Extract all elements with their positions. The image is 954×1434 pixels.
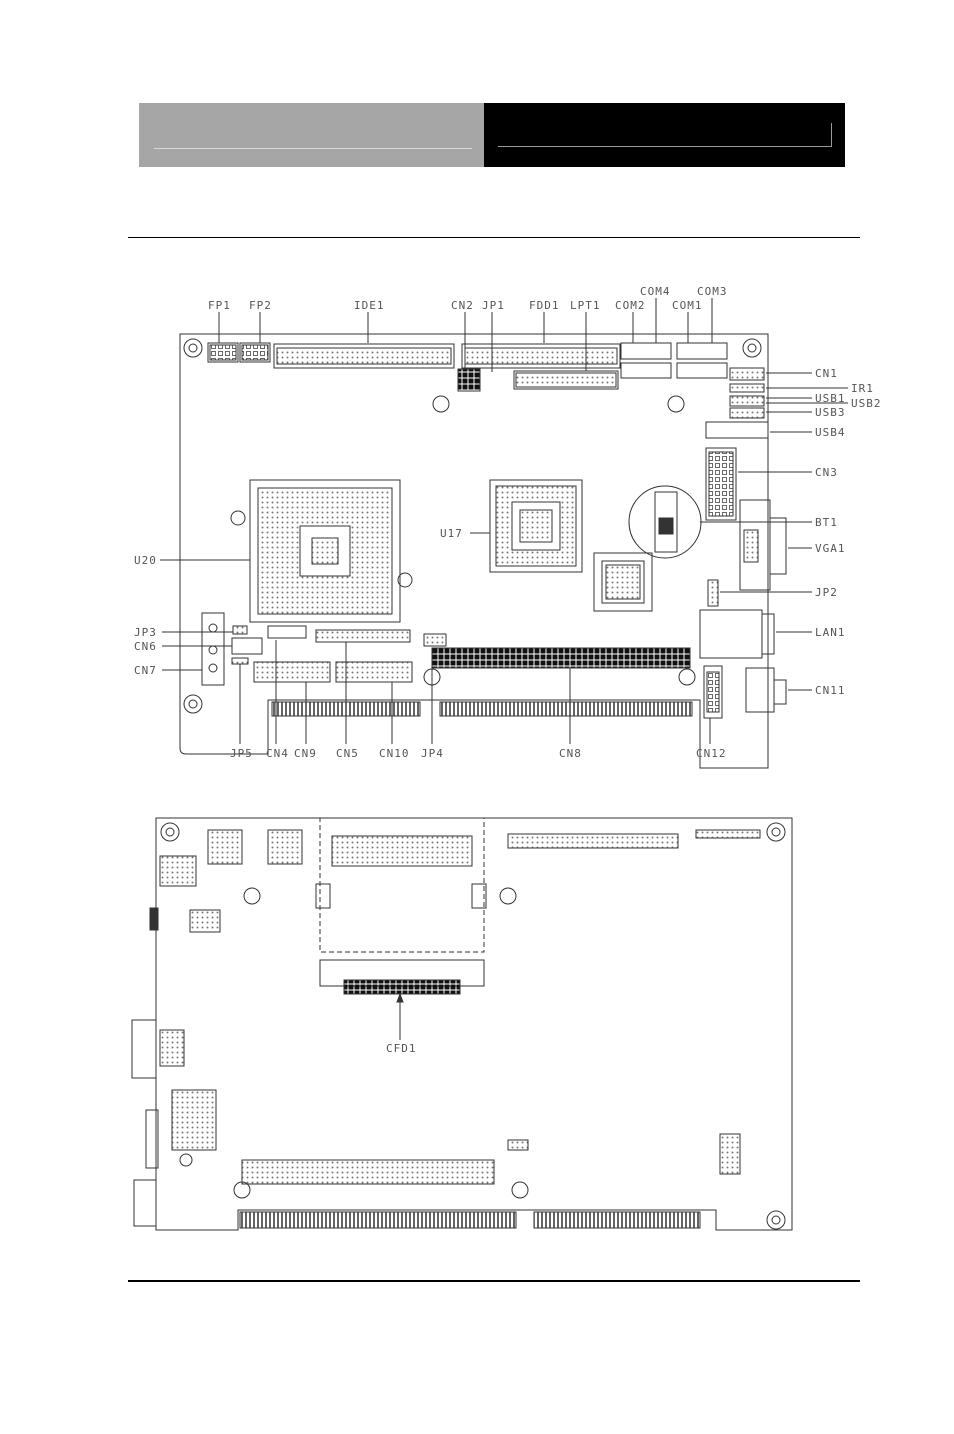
label-cn2: CN2 [451,299,474,312]
label-vga1: VGA1 [815,542,846,555]
label-ide1: IDE1 [354,299,385,312]
label-jp4: JP4 [421,747,444,760]
top-rule [128,237,860,238]
label-cn5: CN5 [336,747,359,760]
label-fp1: FP1 [208,299,231,312]
label-u20: U20 [134,554,157,567]
top-view-labels: FP1 FP2 IDE1 CN2 JP1 FDD1 LPT1 COM2 COM4… [134,285,882,760]
label-cn11: CN11 [815,684,846,697]
label-com2: COM2 [615,299,646,312]
label-lpt1: LPT1 [570,299,601,312]
label-jp2: JP2 [815,586,838,599]
bottom-rule [128,1280,860,1282]
label-cn8: CN8 [559,747,582,760]
label-u17: U17 [440,527,463,540]
label-jp1: JP1 [482,299,505,312]
board-top-view [179,333,787,769]
label-bt1: BT1 [815,516,838,529]
label-usb2: USB2 [851,397,882,410]
label-jp5: JP5 [230,747,253,760]
top-leader-lines [160,298,848,744]
board-bottom-view [131,817,793,1231]
label-jp3: JP3 [134,626,157,639]
label-cn3: CN3 [815,466,838,479]
label-com3: COM3 [697,285,728,298]
header-black-underline [498,146,832,147]
label-fp2: FP2 [249,299,272,312]
label-fdd1: FDD1 [529,299,560,312]
header-black-tick [831,123,832,147]
label-ir1: IR1 [851,382,874,395]
label-cn9: CN9 [294,747,317,760]
label-com1: COM1 [672,299,703,312]
label-cn4: CN4 [266,747,289,760]
label-cn7: CN7 [134,664,157,677]
label-lan1: LAN1 [815,626,846,639]
label-cn12: CN12 [696,747,727,760]
label-usb4: USB4 [815,426,846,439]
header-gray-block [139,103,484,167]
label-cn10: CN10 [379,747,410,760]
label-com4: COM4 [640,285,671,298]
header-gray-underline [154,148,472,149]
label-usb1: USB1 [815,392,846,405]
bottom-leader-lines [396,992,404,1040]
label-cfd1: CFD1 [386,1042,417,1055]
label-cn1: CN1 [815,367,838,380]
label-cn6: CN6 [134,640,157,653]
label-usb3: USB3 [815,406,846,419]
header-black-block [484,103,845,167]
